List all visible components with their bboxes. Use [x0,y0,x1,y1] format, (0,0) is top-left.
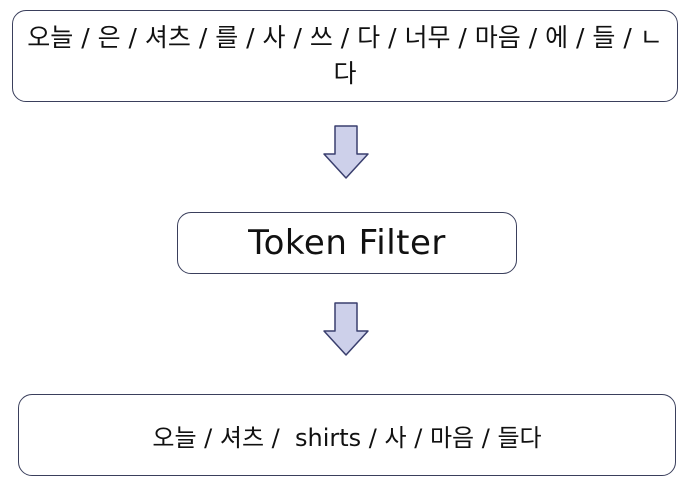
input-tokens-text: 오늘 / 은 / 셔츠 / 를 / 사 / 쓰 / 다 / 너무 / 마음 / … [27,23,663,88]
down-arrow-icon [321,301,371,357]
token-filter-box: Token Filter [177,212,517,274]
output-tokens-box: 오늘 / 셔츠 / shirts / 사 / 마음 / 들다 [18,394,676,476]
output-tokens-text: 오늘 / 셔츠 / shirts / 사 / 마음 / 들다 [152,423,542,452]
token-filter-label: Token Filter [248,223,446,263]
input-tokens-box: 오늘 / 은 / 셔츠 / 를 / 사 / 쓰 / 다 / 너무 / 마음 / … [12,10,678,102]
down-arrow-icon [321,124,371,180]
